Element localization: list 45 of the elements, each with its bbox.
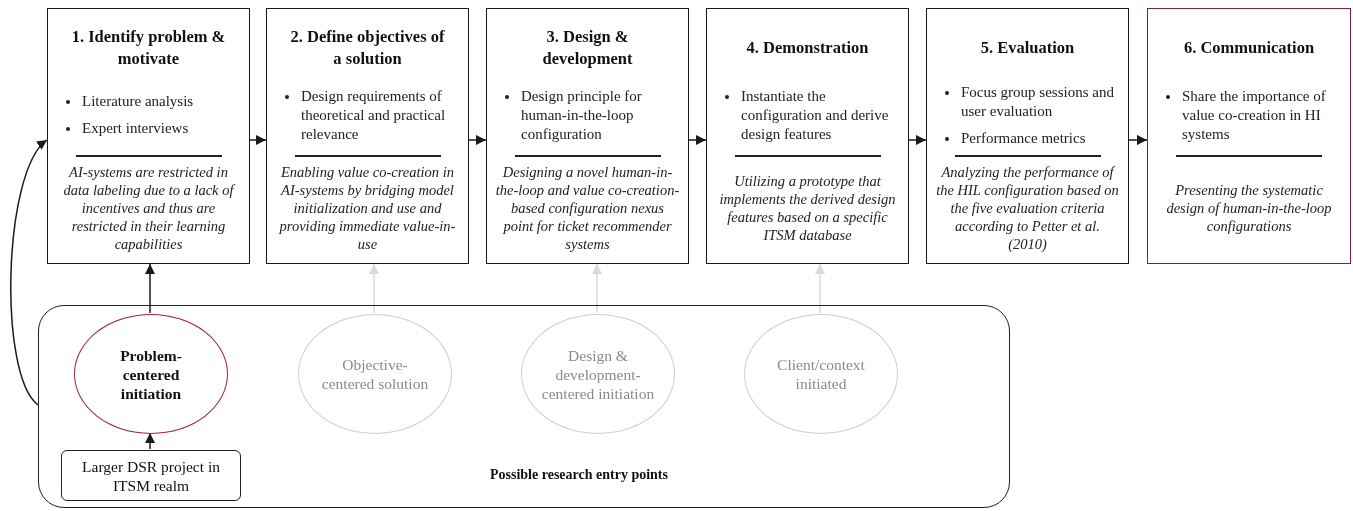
step-heading: 5. Evaluation <box>980 37 1075 59</box>
bullet-text: Design requirements of theoretical and practical relevance <box>301 86 447 144</box>
panel-label: Possible research entry points <box>489 466 669 484</box>
arrow <box>592 263 602 314</box>
process-box <box>266 8 469 264</box>
arrow <box>1128 135 1148 145</box>
step-description: AI-systems are restricted in data labeling due to a lack of incentives and thus are restricted in their learning capabilities <box>62 162 236 253</box>
bullet-text: Performance metrics <box>961 128 1086 148</box>
bullet-text: Design principle for human-in-the-loop configuration <box>521 86 643 144</box>
process-box <box>926 8 1129 264</box>
bullet-text: Expert interviews <box>82 119 189 138</box>
bullet-text: Share the importance of value co-creation in HI systems <box>1182 86 1327 144</box>
entry-point-label: Client/context initiated <box>776 355 866 393</box>
arrow <box>688 135 707 145</box>
step-heading: 2. Define objectives of a solution <box>289 26 446 70</box>
step-description: Presenting the systematic design of human-in-the-loop configurations <box>1165 180 1333 235</box>
source-label: Larger DSR project in ITSM realm <box>81 456 221 495</box>
bullet-text: Focus group sessions and user evaluation <box>961 82 1115 121</box>
process-box <box>47 8 250 264</box>
entry-point-label: Objective-centered solution <box>320 355 430 393</box>
arrow <box>10 139 48 406</box>
step-heading: 1. Identify problem & motivate <box>70 26 227 70</box>
arrow <box>369 263 379 314</box>
bullet-text: Literature analysis <box>82 92 194 111</box>
bullet-text: Instantiate the configuration and derive design features <box>741 86 890 144</box>
process-box <box>706 8 909 264</box>
entry-point-label: Design & development-centered initiation <box>540 345 656 403</box>
arrow <box>468 135 487 145</box>
step-heading: 3. Design & development <box>541 26 634 70</box>
step-description: Utilizing a prototype that implements the derived design features based on a specific ITSM database <box>718 171 897 244</box>
process-box <box>1147 8 1351 264</box>
step-description: Analyzing the performance of the HIL configuration based on the five evaluation criteria according to Petter et al. (2010) <box>935 162 1120 253</box>
process-box <box>486 8 689 264</box>
entry-points-panel <box>38 305 1010 508</box>
entry-point-label: Problem-centered initiation <box>119 345 183 403</box>
source-box <box>61 450 241 501</box>
step-heading: 4. Demonstration <box>746 37 869 59</box>
step-description: Enabling value co-creation in AI-systems by bridging model initialization and use and providing immediate value-in-use <box>278 162 457 253</box>
arrow <box>145 432 155 450</box>
arrow <box>815 263 825 314</box>
step-heading: 6. Communication <box>1183 37 1315 59</box>
arrow <box>908 135 927 145</box>
step-description: Designing a novel human-in-the-loop and value co-creation-based configuration nexus point for ticket recommender systems <box>495 162 680 253</box>
arrow <box>249 135 267 145</box>
arrow <box>145 263 155 314</box>
